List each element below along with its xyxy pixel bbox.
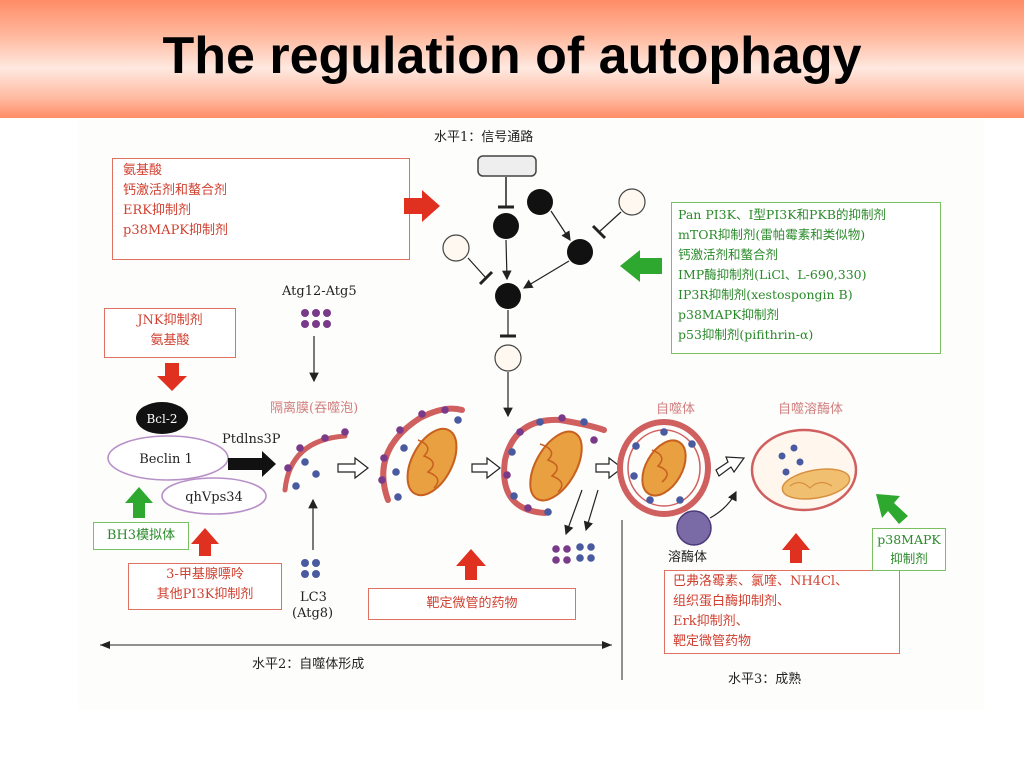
title-banner — [0, 0, 1024, 118]
green-arrow-diagonal — [876, 494, 908, 524]
receptor-node — [477, 155, 537, 177]
release-arrow — [564, 489, 583, 536]
autophagosome-label: 自噬体 — [656, 402, 696, 417]
activation-edge — [550, 210, 571, 242]
level2-label: 水平2：自噬体形成 — [252, 657, 365, 672]
level1-label: 水平1：信号通路 — [434, 130, 534, 145]
signaling-node-active — [495, 283, 521, 309]
signaling-node-inactive — [618, 188, 646, 216]
green-regulation-arrows — [125, 250, 908, 524]
lysosome-fusion-arrow — [709, 490, 737, 519]
box-line: Pan PI3K、I型PI3K和PKB的抑制剂 — [678, 207, 886, 222]
level3-label: 水平3：成熟 — [728, 672, 802, 687]
inhibitor-box-3ma: 3-甲基腺嘌呤 其他PI3K抑制剂 — [128, 563, 282, 610]
mitochondrion — [406, 427, 458, 497]
box-line: JNK抑制剂 — [137, 313, 203, 328]
box-line: 钙激活剂和螯合剂 — [678, 247, 779, 262]
autophagosome — [617, 419, 711, 517]
ptdins3p-arrow — [228, 451, 276, 477]
atg12-atg5-label: Atg12-Atg5 — [282, 284, 357, 299]
box-line: p38MAPK — [877, 532, 941, 547]
atg8-label: (Atg8) — [292, 606, 334, 621]
bcl2-ellipse — [136, 402, 188, 434]
atg12-atg5-complex — [301, 309, 331, 328]
autolysosome-label: 自噬溶酶体 — [778, 402, 844, 417]
box-line: Erk抑制剂、 — [673, 614, 749, 629]
red-arrow-down — [157, 363, 187, 391]
stage-arrow — [337, 456, 369, 480]
slide-title: The regulation of autophagy — [162, 27, 862, 85]
hvps34-label: qhVps34 — [185, 490, 243, 505]
signaling-node-inactive — [442, 234, 470, 262]
inhibitor-box-signaling-green: Pan PI3K、I型PI3K和PKB的抑制剂 mTOR抑制剂(雷帕霉素和类似物… — [671, 202, 941, 354]
ptdins3p-label: Ptdlns3P — [222, 432, 281, 447]
stage-arrow — [471, 456, 501, 480]
lc3-label: LC3 — [300, 590, 327, 605]
box-line: IP3R抑制剂(xestospongin B) — [678, 287, 853, 302]
signaling-network — [442, 155, 646, 418]
lysosome — [676, 510, 712, 546]
inhibition-bar — [478, 270, 494, 286]
green-arrow-left — [620, 250, 662, 282]
beclin1-label: Beclin 1 — [139, 452, 193, 467]
box-line: 其他PI3K抑制剂 — [156, 587, 254, 602]
p38-inhibitor-box: p38MAPK 抑制剂 — [872, 528, 946, 571]
box-line: mTOR抑制剂(雷帕霉素和类似物) — [678, 227, 866, 242]
inhibitor-box-microtubule: 靶定微管的药物 — [368, 588, 576, 620]
box-line: 巴弗洛霉素、氯喹、NH4Cl、 — [673, 574, 849, 589]
inhibition-edge — [598, 211, 622, 233]
inhibitor-box-maturation: 巴弗洛霉素、氯喹、NH4Cl、 组织蛋白酶抑制剂、 Erk抑制剂、 靶定微管药物 — [664, 570, 900, 654]
green-arrow-up — [125, 487, 153, 518]
phagophore — [282, 428, 349, 493]
mitochondrion — [529, 430, 583, 502]
signaling-node-active — [567, 239, 593, 265]
release-arrow — [583, 489, 599, 532]
stage-arrow — [595, 456, 623, 480]
box-line: ERK抑制剂 — [123, 203, 191, 218]
box-line: IMP酶抑制剂(LiCl、L-690,330) — [678, 267, 867, 282]
lysosome-label: 溶酶体 — [668, 550, 708, 565]
box-line: 抑制剂 — [890, 551, 928, 566]
bh3-mimetic-box: BH3模拟体 — [93, 522, 189, 550]
activation-edge — [522, 260, 570, 289]
closing-phagophore — [501, 414, 607, 516]
box-line: 氨基酸 — [150, 333, 190, 348]
mitochondrion — [641, 439, 687, 497]
box-line: 靶定微管药物 — [673, 634, 752, 649]
red-arrow-up — [782, 533, 810, 563]
inhibition-edge — [467, 257, 487, 279]
box-line: 3-甲基腺嘌呤 — [166, 567, 244, 582]
inhibitor-box-signaling-red: 氨基酸 钙激活剂和螯合剂 ERK抑制剂 p38MAPK抑制剂 — [112, 158, 410, 260]
red-regulation-arrows — [157, 190, 810, 580]
level2-span-arrow-left — [100, 641, 110, 649]
beclin1-complex: Bcl-2 Beclin 1 qhVps34 — [107, 402, 267, 515]
hvps34-ellipse — [161, 477, 267, 515]
red-arrow-up — [191, 528, 219, 556]
released-proteins — [552, 543, 595, 564]
red-arrow-up — [456, 549, 486, 580]
box-line: 钙激活剂和螯合剂 — [123, 183, 228, 198]
box-line: p38MAPK抑制剂 — [123, 223, 229, 238]
signaling-node-active — [527, 189, 553, 215]
bcl2-label: Bcl-2 — [146, 412, 177, 426]
activation-edge — [501, 239, 512, 281]
red-arrow-right — [404, 190, 440, 222]
lc3-complex — [301, 559, 320, 578]
autolysosome — [750, 428, 858, 512]
expanding-phagophore — [378, 405, 465, 503]
box-line: p38MAPK抑制剂 — [678, 307, 779, 322]
inhibitor-box-jnk: JNK抑制剂 氨基酸 — [104, 308, 236, 358]
box-line: 组织蛋白酶抑制剂、 — [673, 594, 791, 609]
inhibition-bar — [591, 224, 607, 240]
box-line: 氨基酸 — [123, 163, 163, 178]
isolation-membrane-label: 隔离膜(吞噬泡) — [270, 401, 359, 416]
signaling-node-inactive — [494, 344, 522, 372]
stage-arrow — [715, 456, 746, 477]
stage-arrows — [337, 456, 746, 480]
level2-span-arrow-right — [602, 641, 612, 649]
signaling-node-active — [493, 213, 519, 239]
box-line: p53抑制剂(pifithrin-α) — [678, 327, 814, 342]
